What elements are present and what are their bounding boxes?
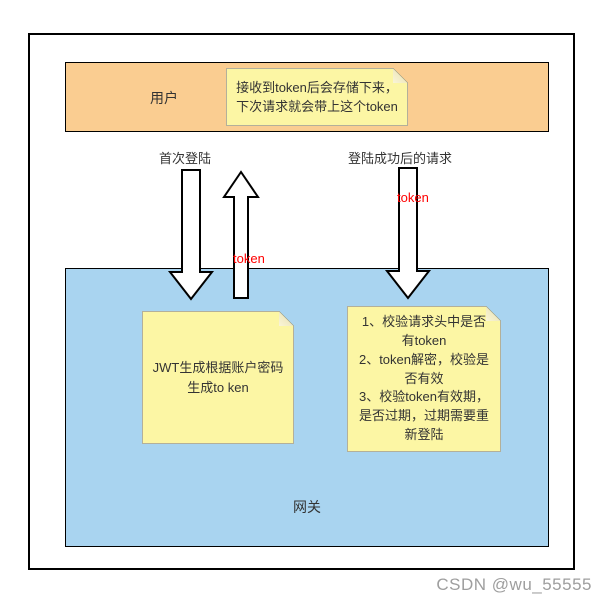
token-up-label: token	[233, 251, 265, 266]
jwt-generate-note-text: JWT生成根据账户密码 生成to ken	[152, 360, 284, 395]
sticky-fold-corner	[279, 311, 294, 326]
user-token-note: 接收到token后会存储下来， 下次请求就会带上这个token	[226, 68, 408, 126]
user-box-label: 用户	[150, 90, 178, 106]
sticky-fold-corner	[486, 306, 501, 321]
user-box: 用户 接收到token后会存储下来， 下次请求就会带上这个token	[65, 62, 549, 132]
user-token-note-text: 接收到token后会存储下来， 下次请求就会带上这个token	[236, 79, 398, 115]
jwt-generate-note: JWT生成根据账户密码 生成to ken	[142, 311, 294, 444]
gateway-box-label: 网关	[293, 499, 321, 515]
token-verify-note: 1、校验请求头中是否 有token 2、token解密，校验是 否有效 3、校验…	[347, 306, 501, 452]
sticky-fold-corner	[393, 68, 408, 83]
gateway-box: JWT生成根据账户密码 生成to ken 1、校验请求头中是否 有token 2…	[65, 268, 549, 547]
watermark-text: CSDN @wu_55555	[436, 575, 592, 594]
after-login-request-label: 登陆成功后的请求	[348, 151, 453, 166]
token-verify-note-text: 1、校验请求头中是否 有token 2、token解密，校验是 否有效 3、校验…	[358, 314, 490, 443]
token-down-label: token	[397, 190, 429, 205]
first-login-label: 首次登陆	[159, 151, 212, 166]
